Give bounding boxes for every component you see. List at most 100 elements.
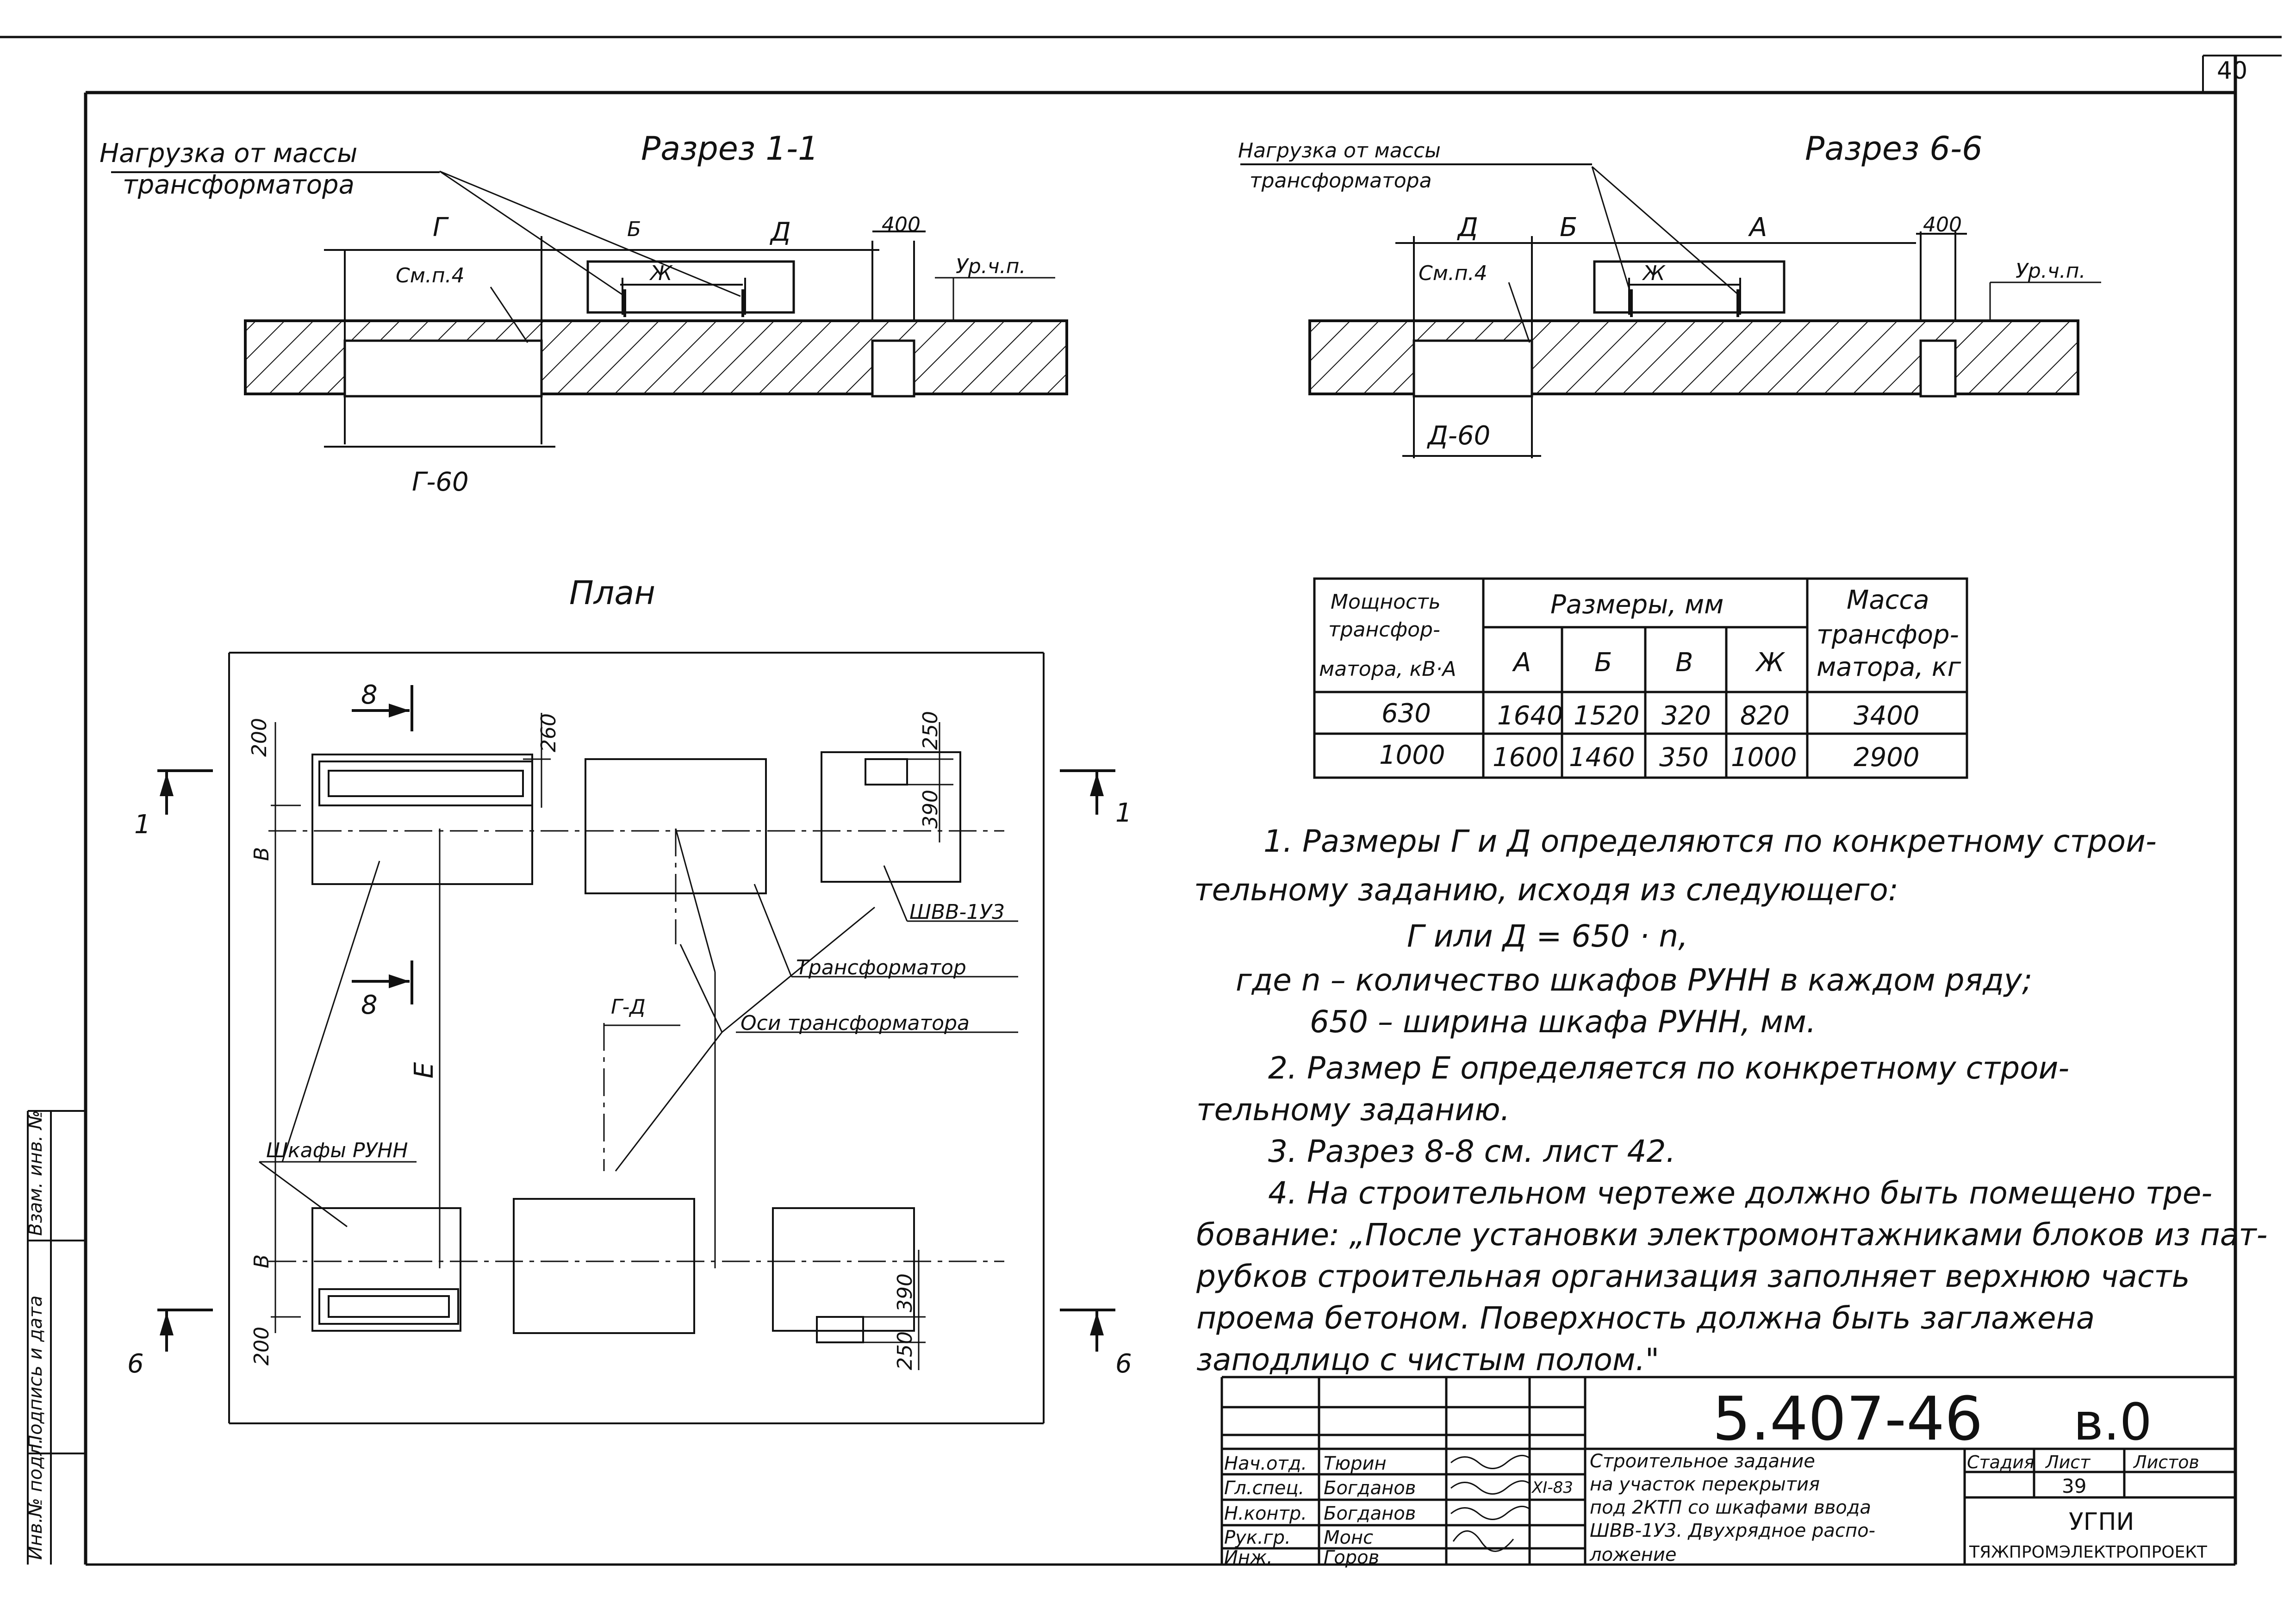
cut-1-right: 1 xyxy=(1115,798,1132,828)
sheet-number: 39 xyxy=(2062,1475,2086,1497)
cell: 1000 xyxy=(1379,740,1445,770)
dim-250-bottom: 250 xyxy=(893,1331,917,1370)
dim-200-top: 200 xyxy=(248,718,271,757)
name: Горов xyxy=(1324,1547,1379,1568)
load-label-6-l2: трансформатора xyxy=(1250,169,1432,193)
th-zh: Ж xyxy=(1755,648,1786,678)
section-1-1: Разрез 1-1 Нагрузка от массы трансформат… xyxy=(100,130,1068,497)
dim-zh-6: Ж xyxy=(1642,262,1666,285)
page-number: 40 xyxy=(2217,57,2247,85)
cell: 350 xyxy=(1659,742,1709,773)
see-note-1: См.п.4 xyxy=(396,264,465,287)
note-4-l4: проема бетоном. Поверхность должна быть … xyxy=(1196,1300,2095,1336)
th-power-2: трансфор- xyxy=(1328,618,1440,642)
org-line-2: ТЯЖПРОМЭЛЕКТРОПРОЕКТ xyxy=(1969,1543,2208,1562)
th-sizes: Размеры, мм xyxy=(1550,590,1724,620)
cell: 1520 xyxy=(1574,701,1640,731)
cell: 320 xyxy=(1661,701,1711,731)
cell: 1640 xyxy=(1497,701,1563,731)
role: Н.контр. xyxy=(1224,1503,1307,1524)
note-3: 3. Разрез 8-8 см. лист 42. xyxy=(1268,1134,1675,1169)
cut-8-top: 8 xyxy=(361,680,378,710)
dim-zh-1: Ж xyxy=(649,262,673,285)
cell: 1000 xyxy=(1731,742,1797,773)
org-line-1: УГПИ xyxy=(2069,1508,2134,1536)
label-shvv: ШВВ-1У3 xyxy=(909,900,1005,924)
title-block: 5.407-46 в.0 Нач.отд. Гл.спец. Н.контр. … xyxy=(1220,1376,2235,1568)
name: Богданов xyxy=(1324,1478,1416,1499)
note-1-650: 650 – ширина шкафа РУНН, мм. xyxy=(1310,1004,1816,1040)
th-b: Б xyxy=(1594,648,1612,678)
size-table: Мощность трансфор- матора, кВ·А Размеры,… xyxy=(1313,577,1968,779)
th-mass-2: трансфор- xyxy=(1817,620,1959,650)
dim-v-top: В xyxy=(250,847,274,861)
sheets-label: Листов xyxy=(2133,1452,2199,1472)
cell: 1460 xyxy=(1569,742,1635,773)
note-4-l3: рубков строительная организация заполняе… xyxy=(1196,1259,2190,1294)
th-mass-1: Масса xyxy=(1847,585,1929,615)
dim-b-1: Б xyxy=(627,218,641,241)
note-1-where: где n – количество шкафов РУНН в каждом … xyxy=(1236,962,2032,998)
side-stamp-signature: Подпись и дата xyxy=(25,1296,46,1449)
desc-line: ложение xyxy=(1589,1544,1676,1565)
stage-label: Стадия xyxy=(1967,1452,2035,1472)
section-1-1-title: Разрез 1-1 xyxy=(641,130,819,168)
plan-view: План xyxy=(127,574,1132,1424)
name: Тюрин xyxy=(1324,1453,1387,1474)
label-transformer-axes: Оси трансформатора xyxy=(740,1011,970,1035)
sheet-frame xyxy=(0,36,2282,1566)
role: Гл.спец. xyxy=(1224,1478,1304,1499)
cell: 3400 xyxy=(1854,701,1920,731)
th-v: В xyxy=(1675,648,1693,678)
dim-b-6: Б xyxy=(1560,212,1577,243)
notes: 1. Размеры Г и Д определяются по конкрет… xyxy=(1194,823,2267,1378)
note-2-l2: тельному заданию. xyxy=(1196,1092,1510,1128)
note-4-l2: бование: „После установки электромонтажн… xyxy=(1196,1217,2267,1253)
floor-level-1: Ур.ч.п. xyxy=(956,255,1026,278)
section-6-6: Разрез 6-6 Нагрузка от массы трансформат… xyxy=(1238,130,2101,458)
note-1-l1: 1. Размеры Г и Д определяются по конкрет… xyxy=(1263,823,2157,859)
desc-line: под 2КТП со шкафами ввода xyxy=(1590,1497,1871,1518)
side-stamp-inv: Инв.№ подл. xyxy=(25,1438,46,1560)
date: XI-83 xyxy=(1531,1478,1573,1497)
dim-a-6: А xyxy=(1748,212,1767,243)
dim-250-top: 250 xyxy=(919,711,942,750)
plan-title: План xyxy=(569,574,655,612)
cut-6-right: 6 xyxy=(1115,1349,1132,1379)
dim-400-1: 400 xyxy=(882,213,921,237)
dim-200-bottom: 200 xyxy=(250,1327,274,1366)
dim-390-bottom: 390 xyxy=(893,1273,917,1312)
dim-400-6: 400 xyxy=(1923,213,1962,237)
side-stamp-replace: Взам. инв. № xyxy=(25,1110,46,1236)
section-6-6-title: Разрез 6-6 xyxy=(1805,130,1983,168)
cell: 2900 xyxy=(1854,742,1920,773)
role: Инж. xyxy=(1224,1547,1273,1568)
cell: 820 xyxy=(1740,701,1790,731)
th-mass-3: матора, кг xyxy=(1817,652,1961,682)
note-2-l1: 2. Размер Е определяется по конкретному … xyxy=(1268,1050,2069,1086)
cut-6-left: 6 xyxy=(127,1349,144,1379)
note-1-l2: тельному заданию, исходя из следующего: xyxy=(1194,872,1898,908)
note-1-formula: Г или Д = 650 · n, xyxy=(1407,918,1688,954)
load-label-1-l2: трансформатора xyxy=(123,170,355,200)
see-note-6: См.п.4 xyxy=(1419,262,1487,285)
note-4-l1: 4. На строительном чертеже должно быть п… xyxy=(1268,1175,2212,1211)
dim-d-6: Д xyxy=(1456,212,1478,243)
doc-version: в.0 xyxy=(2073,1392,2152,1452)
th-a: А xyxy=(1512,648,1531,678)
dim-e: Е xyxy=(409,1062,439,1079)
role: Нач.отд. xyxy=(1224,1453,1307,1474)
cell: 630 xyxy=(1381,698,1431,729)
label-cabinets-runn: Шкафы РУНН xyxy=(266,1139,408,1162)
desc-line: Строительное задание xyxy=(1590,1451,1815,1472)
dim-v-bottom: В xyxy=(250,1254,274,1268)
th-power-3: матора, кВ·А xyxy=(1319,657,1456,681)
cut-8-bottom: 8 xyxy=(361,990,378,1020)
desc-line: на участок перекрытия xyxy=(1590,1474,1820,1495)
sheet-label: Лист xyxy=(2045,1452,2091,1472)
note-4-l5: заподлицо с чистым полом." xyxy=(1196,1342,1659,1378)
load-label-6-l1: Нагрузка от массы xyxy=(1238,139,1441,162)
dim-g-d: Г-Д xyxy=(611,995,646,1019)
dim-g: Г xyxy=(433,212,449,243)
